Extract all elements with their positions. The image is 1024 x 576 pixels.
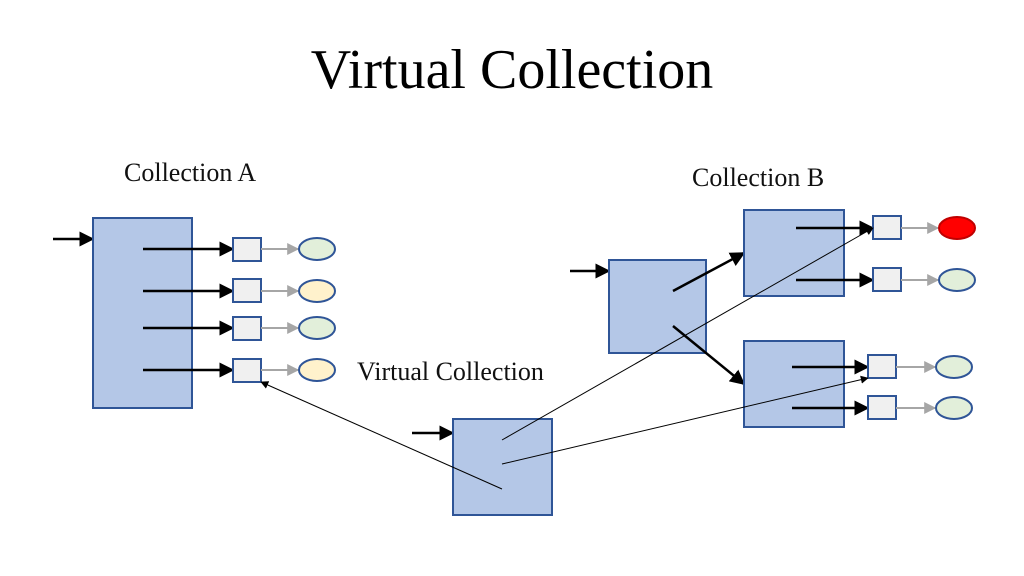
virtual-pointer-to-b-upper (501, 227, 874, 441)
collection-a-row-1 (143, 237, 336, 262)
collection-b-router-box (608, 259, 707, 354)
collection-b-lower-row-1 (792, 354, 973, 379)
collection-a-row-2 (143, 278, 336, 303)
virtual-collection-label: Virtual Collection (357, 357, 544, 386)
cell (232, 316, 262, 341)
collection-a-row-4 (143, 358, 336, 383)
collection-b-lower-row-2 (792, 395, 973, 420)
router-to-lower-arrow (672, 325, 746, 385)
record-oval (935, 355, 973, 379)
cell (867, 354, 897, 379)
cell (232, 358, 262, 383)
collection-b-label: Collection B (692, 163, 825, 192)
virtual-pointer-to-b-lower (501, 375, 869, 465)
record-oval (938, 268, 976, 292)
collection-b-upper-row-1 (796, 215, 976, 240)
collection-a-row-3 (143, 316, 336, 341)
collection-b-lower-box (743, 340, 845, 428)
record-oval (298, 358, 336, 382)
record-oval-highlighted (938, 216, 976, 240)
cell (867, 395, 897, 420)
record-oval (298, 316, 336, 340)
cell (872, 215, 902, 240)
collection-a-label: Collection A (124, 158, 257, 187)
virtual-pointer-to-a (260, 381, 503, 490)
record-oval (935, 396, 973, 420)
router-to-upper-arrow (672, 251, 746, 293)
virtual-collection-box (452, 418, 553, 516)
record-oval (298, 237, 336, 261)
page-title: Virtual Collection (310, 39, 714, 101)
record-oval (298, 279, 336, 303)
cell (232, 278, 262, 303)
cell (872, 267, 902, 292)
collection-b-upper-row-2 (796, 267, 976, 292)
cell (232, 237, 262, 262)
collection-a-box (92, 217, 193, 409)
collection-b-upper-box (743, 209, 845, 297)
